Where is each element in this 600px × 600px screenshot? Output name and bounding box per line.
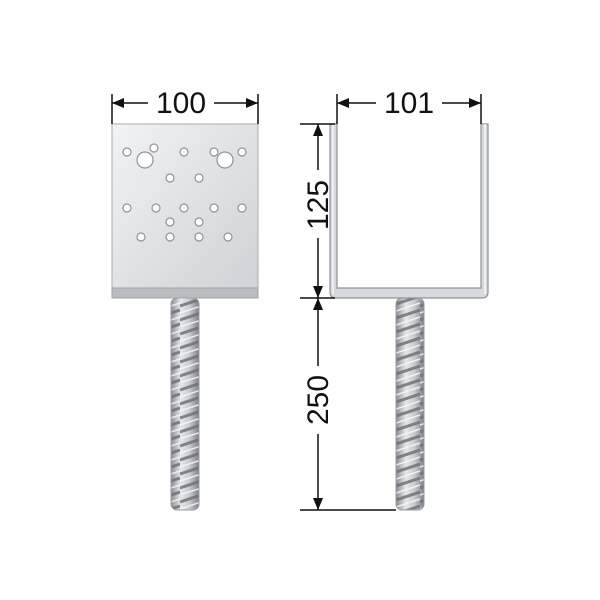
- side-width-label: 101: [384, 87, 434, 120]
- plate-hole: [194, 217, 204, 227]
- plate-hole: [165, 217, 175, 227]
- plate-hole: [237, 203, 247, 213]
- plate-holes: [122, 143, 247, 242]
- front-width-label: 100: [156, 87, 206, 120]
- plate-hole: [149, 143, 159, 153]
- plate-hole: [179, 147, 189, 157]
- plate-hole: [165, 232, 175, 242]
- plate-hole: [151, 203, 161, 213]
- plate-hole: [122, 147, 132, 157]
- plate-hole: [209, 203, 219, 213]
- plate-hole: [223, 232, 233, 242]
- plate-hole: [165, 173, 175, 183]
- front-threaded-rod: [170, 297, 200, 511]
- side-view: 101 125 250: [300, 87, 489, 511]
- side-width-dimension: [336, 94, 482, 124]
- plate-hole: [194, 232, 204, 242]
- plate-hole: [122, 203, 132, 213]
- plate-hole: [136, 151, 154, 169]
- front-width-dimension: [111, 94, 259, 124]
- side-threaded-rod: [395, 297, 425, 511]
- plate-hole: [136, 232, 146, 242]
- bracket-height-label: 125: [302, 180, 335, 230]
- plate-hole: [194, 173, 204, 183]
- plate-hole: [216, 151, 234, 169]
- height-dimension-lines: [300, 123, 396, 511]
- front-view: 100: [111, 87, 259, 511]
- plate-hole: [237, 147, 247, 157]
- rod-length-label: 250: [302, 375, 335, 425]
- plate-hole: [179, 203, 189, 213]
- u-bracket: [329, 123, 489, 299]
- plate-hole: [209, 147, 219, 157]
